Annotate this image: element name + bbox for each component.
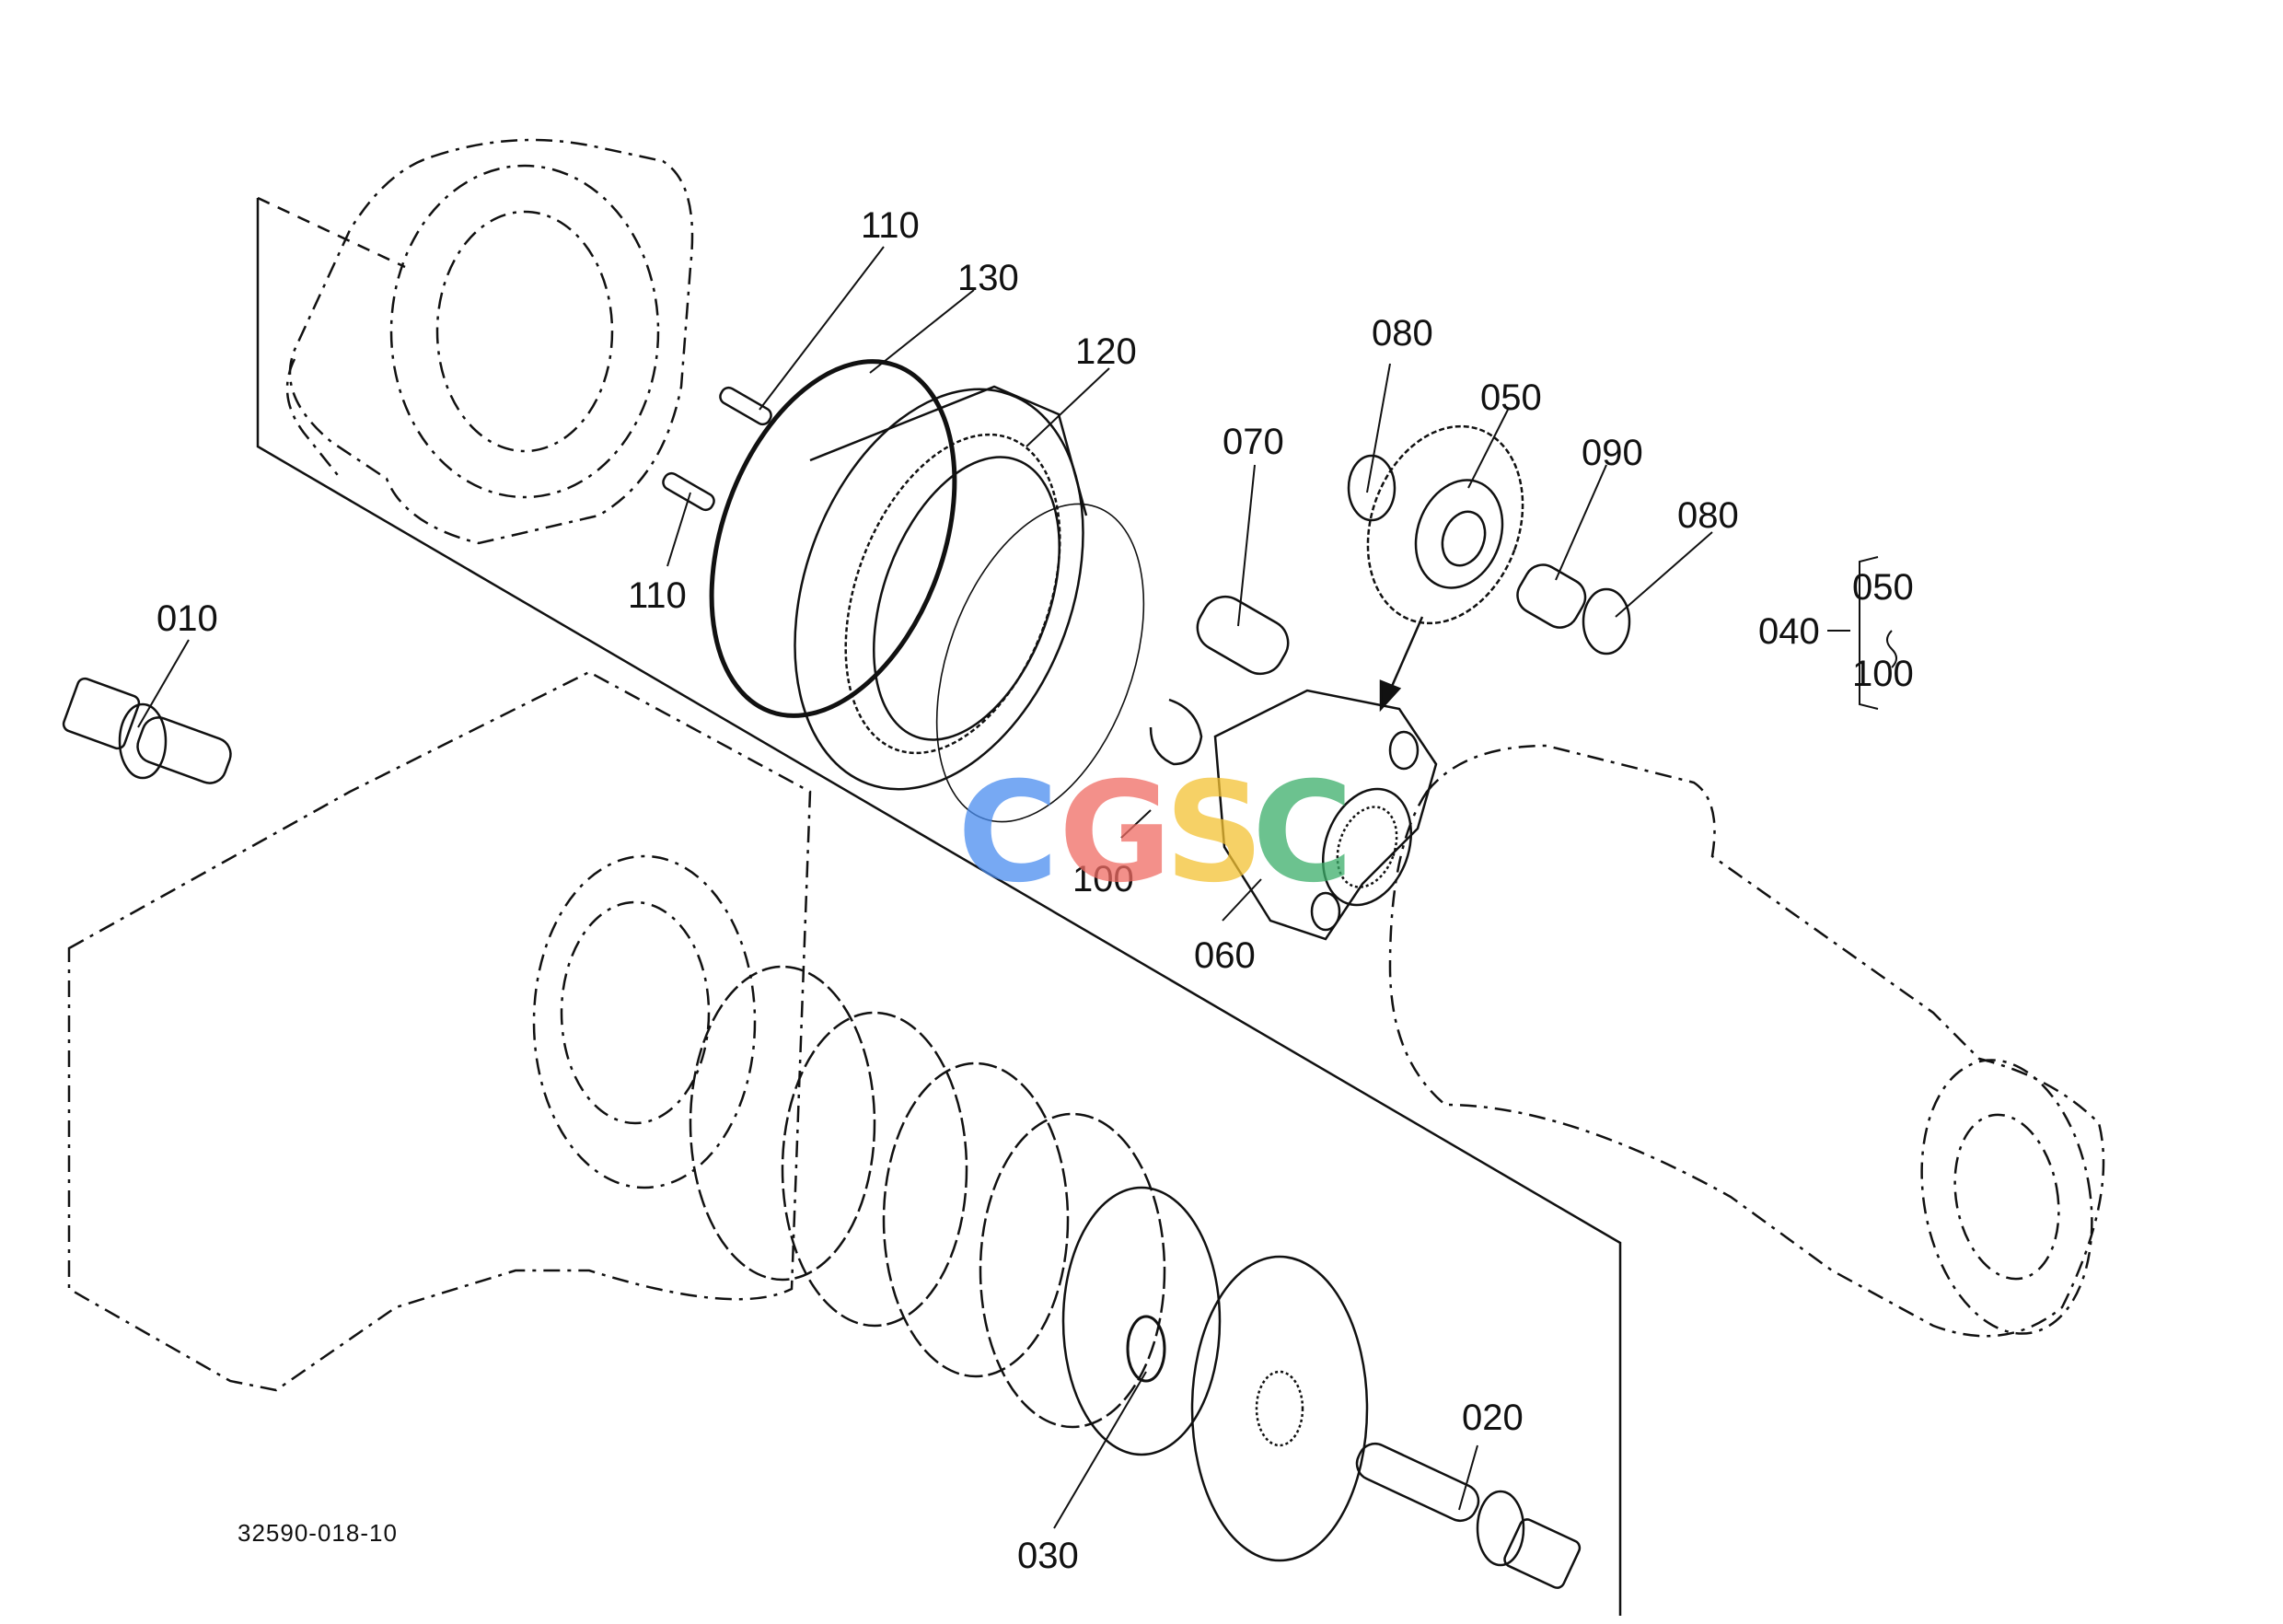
o-ring-130: [709, 359, 957, 718]
carrier-shaft-070: [1196, 595, 1290, 676]
part-label-110-bottom: 110: [628, 575, 687, 616]
thrust-washer-080-right: [1582, 587, 1631, 655]
part-label-120: 120: [1075, 331, 1137, 372]
brake-disc-stack: [689, 965, 1369, 1562]
part-label-030: 030: [1017, 1536, 1079, 1576]
leader-lines: [137, 246, 1713, 1529]
logo-letter-c1: C: [957, 753, 1060, 913]
part-label-110-top: 110: [861, 205, 920, 246]
snap-ring-100: [935, 503, 1203, 823]
part-label-020: 020: [1462, 1398, 1524, 1438]
part-label-070: 070: [1223, 422, 1284, 462]
watermark-logo: C G S C: [957, 764, 1362, 911]
part-label-010: 010: [156, 598, 218, 639]
group-label-050: 050: [1852, 567, 1914, 608]
rear-housing: [285, 138, 694, 545]
ring-gear-120: [794, 385, 1088, 791]
pinion-shaft-020: [1355, 1442, 1582, 1589]
needle-bearing-090: [1516, 563, 1587, 629]
transmission-case: [67, 670, 812, 1392]
circlip-030: [1126, 1315, 1166, 1383]
part-label-080-right: 080: [1677, 495, 1739, 536]
planet-carrier-060: [1213, 689, 1438, 941]
group-label-040: 040: [1758, 611, 1820, 652]
logo-letter-s: S: [1165, 753, 1265, 913]
planet-gear-050: [1366, 424, 1524, 625]
part-label-080-top: 080: [1372, 313, 1433, 354]
explode-frame: [256, 196, 1622, 1616]
dowel-pin-110: [662, 386, 772, 512]
thrust-washer-080-left: [1347, 454, 1396, 522]
drawing-number: 32590-018-10: [238, 1519, 398, 1547]
group-bracket-040: [1827, 556, 1897, 710]
pinion-shaft-010: [62, 677, 232, 784]
group-label-100: 100: [1852, 654, 1914, 694]
part-label-100: 100: [1072, 859, 1134, 899]
part-label-050: 050: [1480, 377, 1542, 418]
part-label-060: 060: [1194, 935, 1256, 976]
logo-letter-c2: C: [1252, 753, 1354, 913]
logo-letter-g: G: [1059, 753, 1173, 913]
axle-housing: [1388, 744, 2105, 1338]
part-label-090: 090: [1582, 433, 1643, 473]
assembly-arrow: [1379, 616, 1424, 713]
part-label-130: 130: [957, 258, 1019, 298]
